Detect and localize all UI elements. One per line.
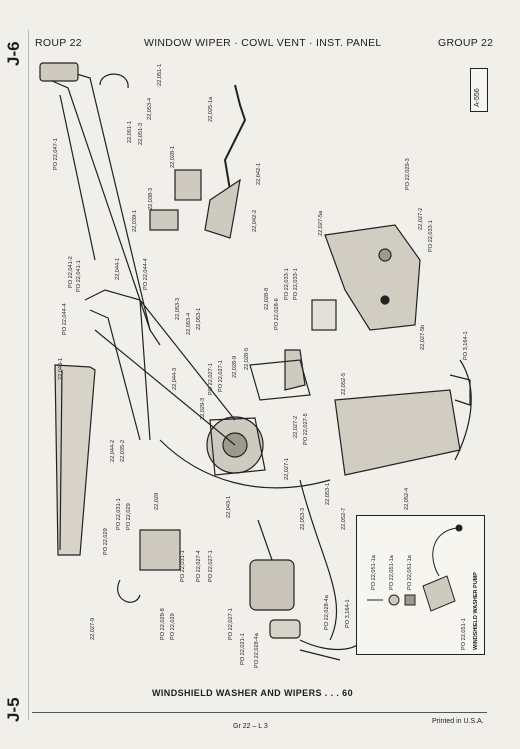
inset-label: PO 22,051-1 — [461, 618, 467, 650]
part-label: 22,025-1a — [208, 96, 214, 122]
vent-control-icon — [284, 349, 306, 391]
part-label: 22,051-3 — [138, 122, 144, 145]
part-label: PO 22,029-3 — [405, 158, 411, 190]
switch-module-icon — [204, 178, 241, 239]
part-label: PO 22,044-4 — [62, 303, 68, 335]
part-label: PO 22,033-1 — [428, 220, 434, 252]
part-label: PO 22,027-1 — [208, 363, 214, 395]
figure-id-box: A-556 — [470, 68, 488, 112]
part-label: PO 3,164-1 — [345, 599, 351, 628]
page-number: Gr 22 – L 3 — [233, 723, 268, 730]
part-label: 22,027-2 — [293, 415, 299, 438]
side-rule — [28, 30, 29, 720]
wiper-switch-icon — [174, 169, 202, 201]
part-label: PO 22,027-1 — [218, 360, 224, 392]
part-label: 22,028-5 — [244, 347, 250, 370]
wiper-blade-icon — [54, 364, 96, 556]
part-label: 22,053-1 — [196, 307, 202, 330]
part-label: PO 22,028-4a — [254, 633, 260, 668]
inset-label: PO 22,051-1a — [389, 555, 395, 590]
part-label: 22,044-2 — [110, 439, 116, 462]
part-label: 22,053-1 — [325, 482, 331, 505]
part-label: 22,027-5a — [318, 210, 324, 236]
part-label: 22,027-1 — [284, 457, 290, 480]
part-label: 22,044-3 — [172, 367, 178, 390]
part-label: 22,053-3 — [300, 507, 306, 530]
lower-pump-icon — [139, 529, 181, 571]
part-label: PO 22,027-1 — [228, 608, 234, 640]
inset-label: PO 22,051-1a — [371, 555, 377, 590]
part-label: 22,039-1 — [132, 209, 138, 232]
part-label: 22,051-1 — [127, 120, 133, 143]
part-label: PO 22,033-1 — [293, 268, 299, 300]
part-label: PO 22,029 — [126, 503, 132, 530]
cowl-vent-plate-icon — [324, 224, 421, 331]
group-label-left: ROUP 22 — [35, 37, 82, 49]
part-label: 22,027-5b — [420, 324, 426, 350]
part-label: PO 22,027-1 — [208, 550, 214, 582]
part-label: 22,052-5 — [341, 372, 347, 395]
part-label: PO 22,027-4 — [196, 550, 202, 582]
motor-cylinder-icon — [249, 559, 295, 611]
pivot-bracket-icon — [39, 62, 79, 82]
part-label: PO 22,033-1 — [284, 268, 290, 300]
part-label: 22,029 — [154, 492, 160, 510]
part-label: PO 3,164-1 — [463, 331, 469, 360]
washer-reservoir-icon — [334, 389, 461, 476]
part-label: PO 22,031-1 — [116, 498, 122, 530]
part-label: PO 22,027-5 — [303, 413, 309, 445]
part-label: 22,027-9 — [90, 617, 96, 640]
inset-label: PO 22,051-1a — [407, 555, 413, 590]
part-label: 22,053-3 — [175, 297, 181, 320]
part-label: 22,042-2 — [252, 209, 258, 232]
part-label: PO 22,028-4a — [324, 595, 330, 630]
part-label: PO 22,041-1 — [76, 260, 82, 292]
part-label: 22,028-8 — [264, 287, 270, 310]
part-label: 22,052-4 — [404, 487, 410, 510]
part-label: 22,044-1 — [115, 257, 121, 280]
part-label: 22,035-2 — [120, 439, 126, 462]
figure-caption: WINDSHIELD WASHER AND WIPERS . . . 60 — [152, 688, 353, 698]
part-label: PO 22,044-4 — [143, 258, 149, 290]
part-label: PO 22,041-2 — [68, 256, 74, 288]
part-label: 22,028-1 — [170, 145, 176, 168]
washer-pump-inset: PO 22,051-1a PO 22,051-1a PO 22,051-1a P… — [356, 515, 485, 655]
group-label-right: GROUP 22 — [438, 37, 494, 49]
inset-title: WINDSHIELD WASHER PUMP — [473, 572, 479, 650]
part-label: PO 22,021-1 — [240, 633, 246, 665]
part-label: PO 22,029 — [103, 528, 109, 555]
part-label: 22,053-4 — [147, 97, 153, 120]
part-label: 22,038-3 — [148, 187, 154, 210]
part-label: 22,043-1 — [226, 495, 232, 518]
part-label: 22,052-7 — [341, 507, 347, 530]
page-title: WINDOW WIPER · COWL VENT · INST. PANEL — [144, 37, 382, 49]
part-label: 22,029-3 — [200, 397, 206, 420]
washer-pump-drawing — [367, 524, 463, 612]
part-label: 22,043-1 — [58, 357, 64, 380]
gasket-icon — [311, 299, 337, 331]
part-label: PO 22,028-6 — [274, 298, 280, 330]
part-label: 22,053-4 — [186, 312, 192, 335]
printed-note: Printed in U.S.A. — [432, 718, 484, 725]
part-label: 22,051-1 — [157, 63, 163, 86]
footer-rule — [32, 712, 487, 713]
part-label: PO 22,031-1 — [180, 550, 186, 582]
part-label: 22,027-2 — [418, 207, 424, 230]
part-label: PO 22,029-8 — [160, 608, 166, 640]
part-label: 22,042-1 — [256, 162, 262, 185]
pump-body-icon — [422, 575, 456, 612]
part-label: 22,028-9 — [232, 355, 238, 378]
part-label: PO 22,047-1 — [53, 138, 59, 170]
part-label: PO 22,029 — [170, 613, 176, 640]
